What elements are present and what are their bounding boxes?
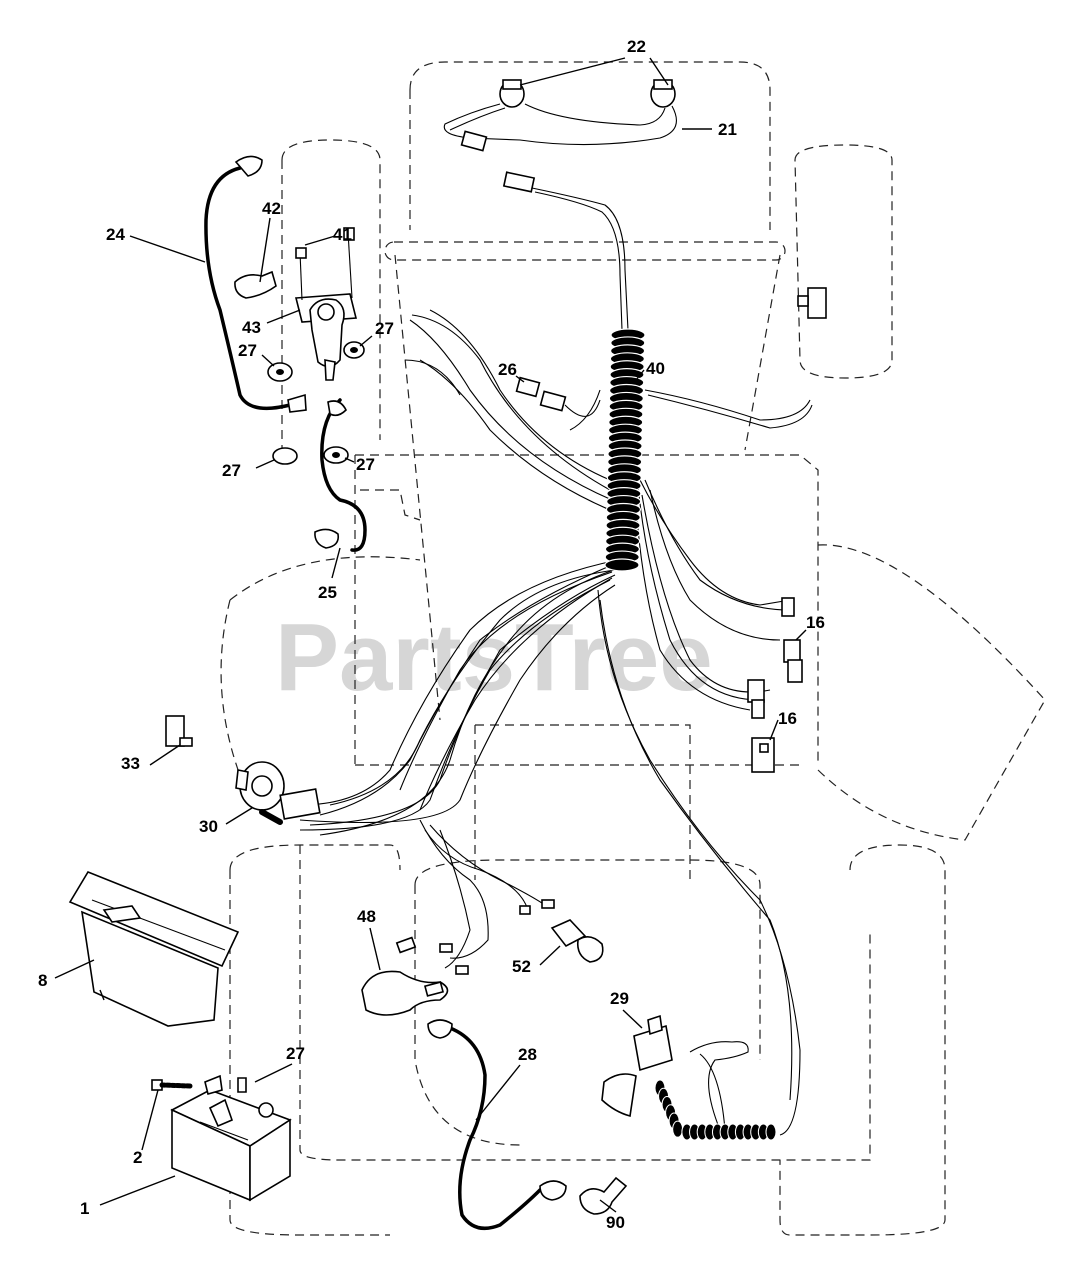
callout-24: 24	[106, 225, 125, 244]
callout-27-e: 27	[286, 1044, 305, 1063]
callout-1: 1	[80, 1199, 89, 1218]
callout-41: 41	[333, 225, 352, 244]
callout-27-a: 27	[238, 341, 257, 360]
coil-ring	[765, 1123, 777, 1141]
solenoid-43	[234, 227, 358, 381]
callout-29: 29	[610, 989, 629, 1008]
callout-33: 33	[121, 754, 140, 773]
coil-40	[604, 328, 646, 572]
callout-27-b: 27	[375, 319, 394, 338]
part-48	[361, 936, 469, 1016]
callout-43: 43	[242, 318, 261, 337]
callout-2: 2	[133, 1148, 142, 1167]
callout-21: 21	[718, 120, 737, 139]
watermark: PartsTree	[275, 604, 713, 711]
callout-16-b: 16	[778, 709, 797, 728]
callout-42: 42	[262, 199, 281, 218]
coil-ring	[672, 1120, 684, 1138]
callout-27-c: 27	[222, 461, 241, 480]
key-33	[165, 715, 193, 747]
callout-16-a: 16	[806, 613, 825, 632]
leader-lines	[54, 57, 807, 1213]
coil-lower	[654, 1079, 777, 1141]
connectors-16	[747, 287, 827, 773]
battery-box-8	[68, 871, 240, 1027]
callout-90: 90	[606, 1213, 625, 1232]
callout-26: 26	[498, 360, 517, 379]
cable-24	[204, 155, 307, 413]
callout-labels: 22 21 24 42 41 43 27 27 27 27 26 40 25 1…	[38, 37, 825, 1232]
connector-26	[515, 376, 601, 417]
coil-ring	[604, 558, 640, 572]
callout-28: 28	[518, 1045, 537, 1064]
battery-1	[170, 1089, 292, 1202]
part-90	[579, 1176, 628, 1215]
callout-25: 25	[318, 583, 337, 602]
callout-30: 30	[199, 817, 218, 836]
callout-27-d: 27	[356, 455, 375, 474]
cable-25	[314, 398, 367, 552]
main-harness	[299, 309, 813, 1136]
ignition-30	[235, 761, 321, 825]
callout-48: 48	[357, 907, 376, 926]
callout-8: 8	[38, 971, 47, 990]
part-29	[601, 1014, 749, 1131]
cable-28	[427, 1019, 567, 1231]
callout-40: 40	[646, 359, 665, 378]
callout-22: 22	[627, 37, 646, 56]
callout-52: 52	[512, 957, 531, 976]
bolt-2	[151, 1074, 247, 1095]
nuts-27	[267, 341, 365, 465]
part-52	[519, 899, 604, 963]
headlight-harness	[443, 79, 677, 331]
